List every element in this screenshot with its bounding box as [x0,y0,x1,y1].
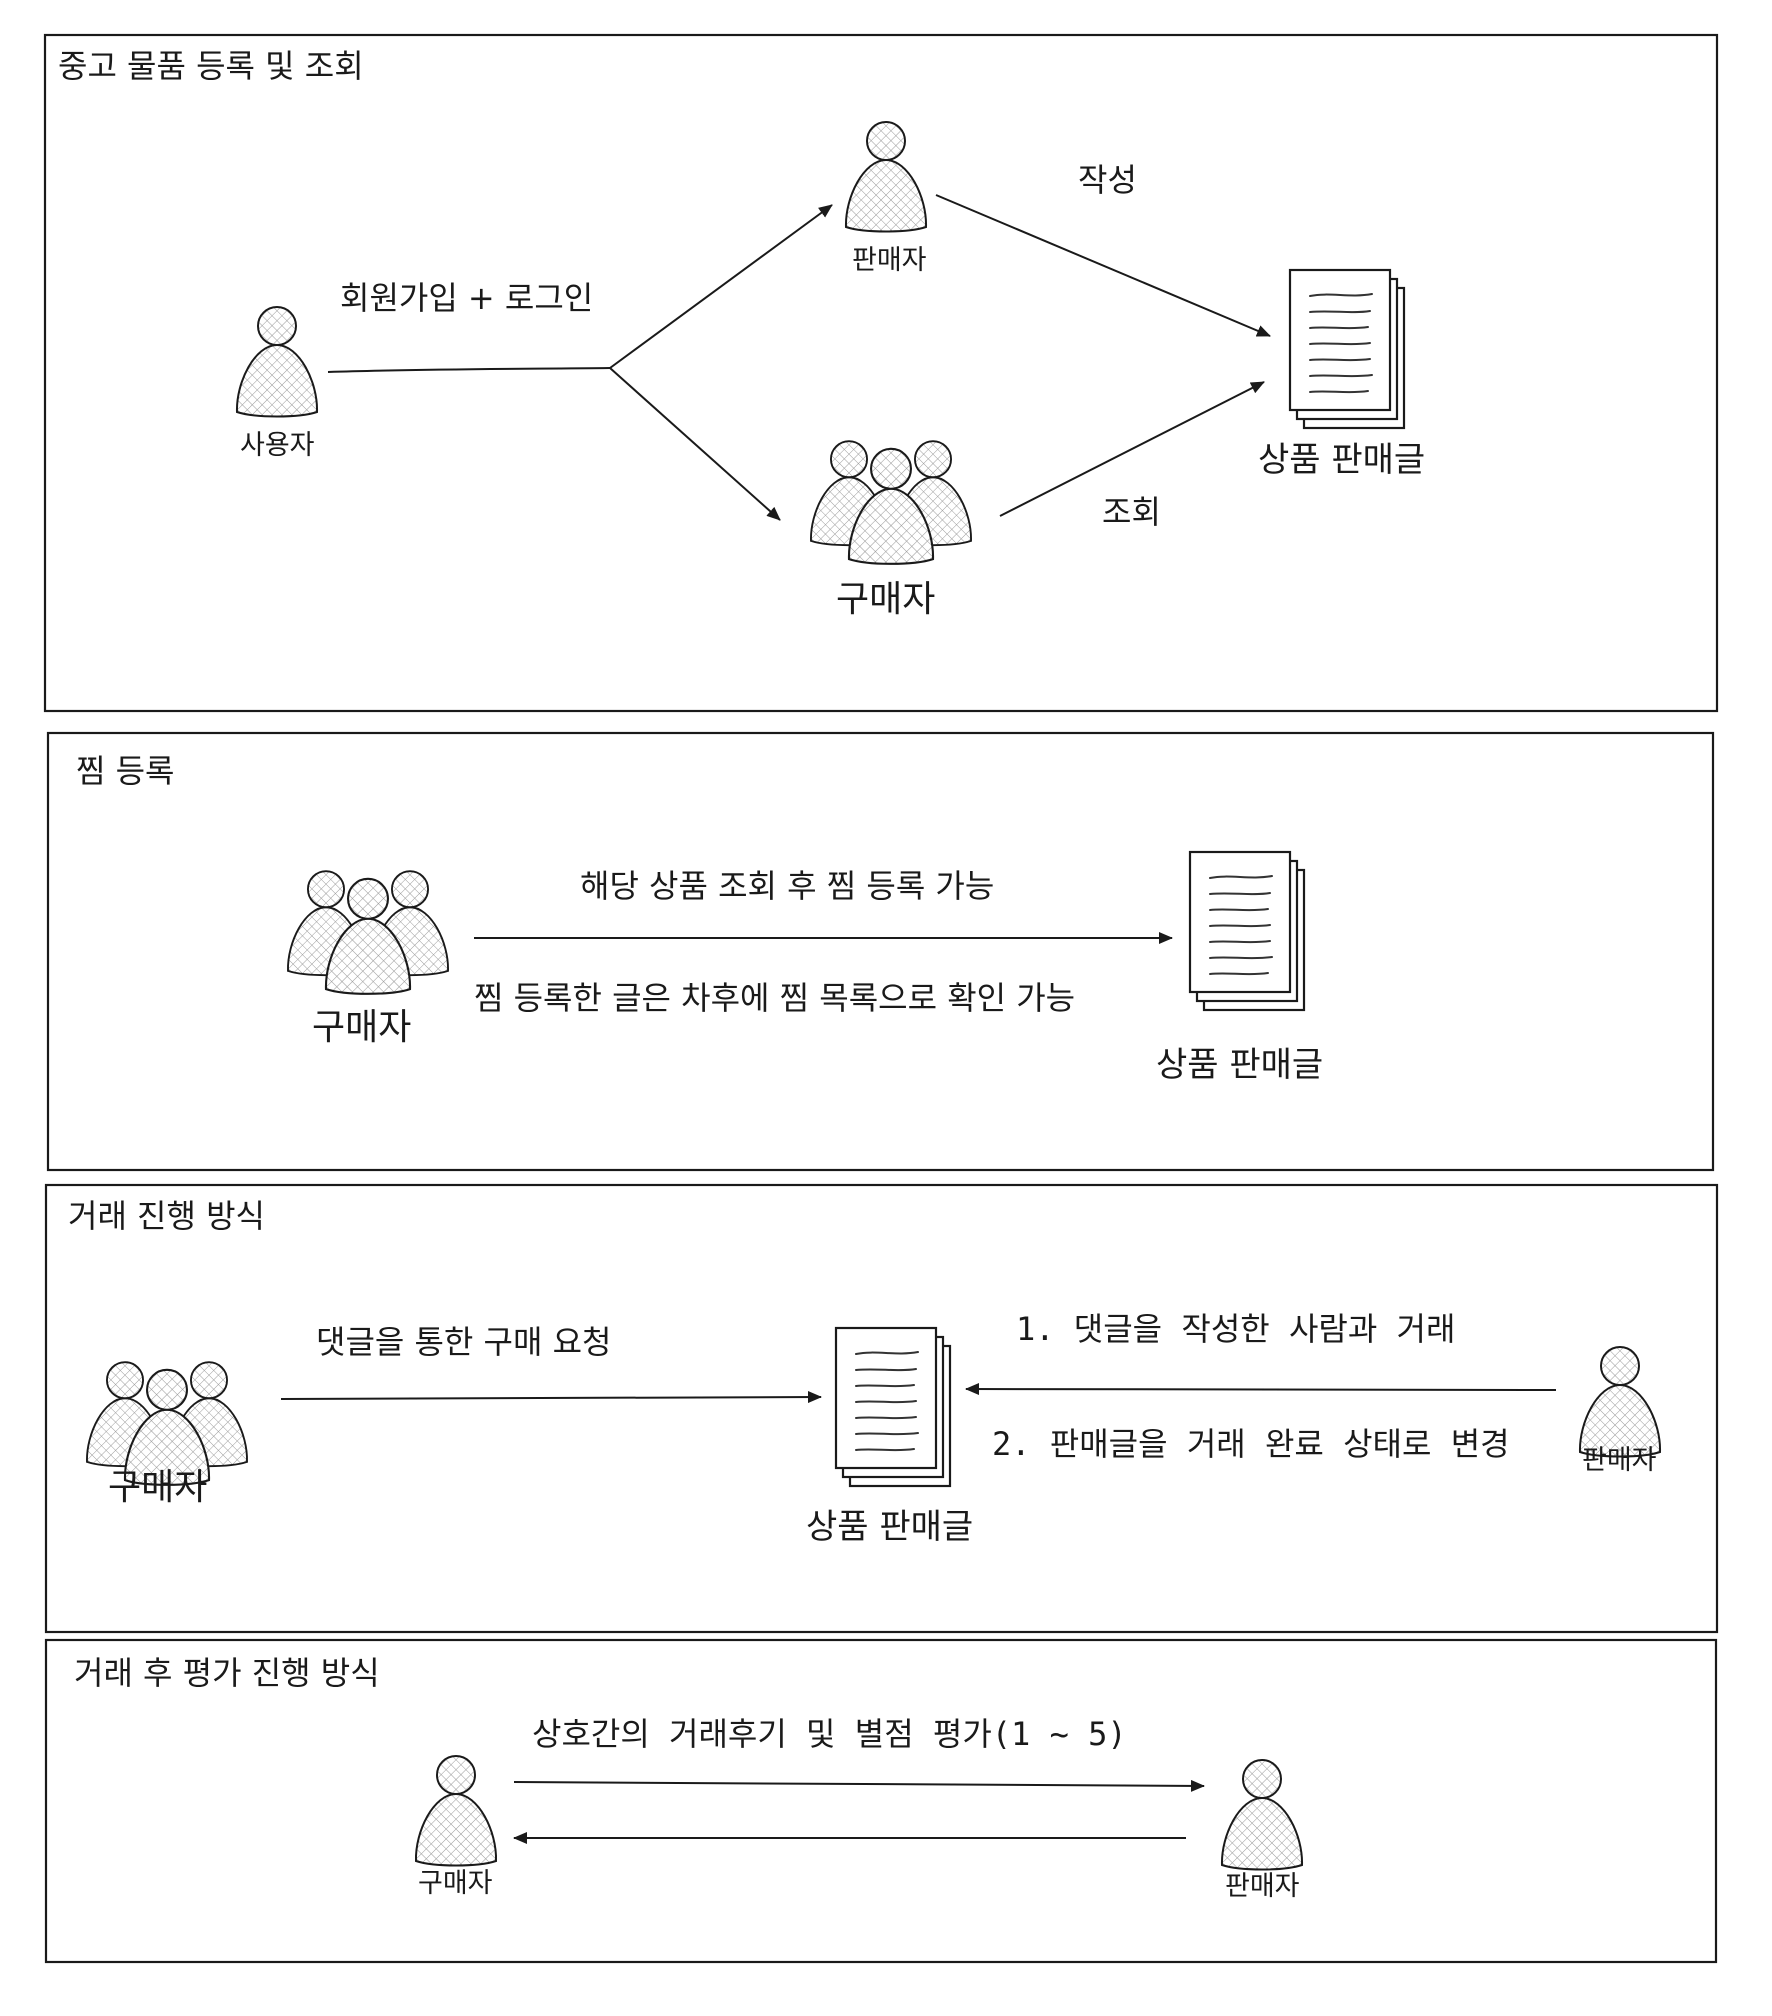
panel-title-review: 거래 후 평가 진행 방식 [74,1654,380,1692]
panel-title-wishlist: 찜 등록 [76,752,175,790]
edge-label-step1: 1. 댓글을 작성한 사람과 거래 [1016,1310,1456,1348]
label-seller-4: 판매자 [1225,1871,1300,1902]
label-seller: 판매자 [852,245,927,276]
edge-label-write: 작성 [1078,161,1137,199]
label-user: 사용자 [240,430,315,461]
edge-label-purchase-request: 댓글을 통한 구매 요청 [316,1323,612,1361]
edge-label-review: 상호간의 거래후기 및 별점 평가(1 ~ 5) [532,1715,1127,1753]
edge-label-step2: 2. 판매글을 거래 완료 상태로 변경 [992,1425,1510,1463]
seller-figure-icon-3 [1578,1346,1662,1458]
user-figure-icon [235,306,319,418]
edge-review-to-seller [513,1779,1205,1792]
edge-label-wishlist-bottom: 찜 등록한 글은 차후에 찜 목록으로 확인 가능 [474,979,1076,1017]
post-document-icon-2 [1188,850,1306,1012]
buyer-group-icon-2 [286,870,450,995]
panel-title-trade: 거래 진행 방식 [68,1197,265,1235]
label-buyer-4: 구매자 [418,1868,493,1899]
panel-frame-3 [44,1183,1719,1634]
seller-figure-icon [844,121,928,233]
edge-to-seller [609,204,833,369]
edge-seller-action [965,1383,1557,1396]
panel-frame-4 [44,1638,1718,1964]
buyer-figure-icon-4 [414,1755,498,1867]
seller-figure-icon-4 [1220,1759,1304,1871]
post-document-icon [1288,268,1406,430]
edge-signup-line [327,367,611,373]
post-document-icon-3 [834,1326,952,1488]
label-post: 상품 판매글 [1258,440,1426,480]
buyer-group-icon [809,440,973,565]
panel-frame-2 [46,731,1715,1172]
label-post-2: 상품 판매글 [1156,1045,1324,1085]
panel-title-registration: 중고 물품 등록 및 조회 [58,47,364,85]
edge-view [999,381,1265,517]
edge-to-buyer [609,367,781,521]
edge-label-view: 조회 [1102,493,1161,531]
label-buyer: 구매자 [836,579,936,620]
panel-frame-1 [43,33,1719,713]
edge-purchase-request [280,1391,822,1404]
label-buyer-3: 구매자 [108,1467,208,1508]
label-post-3: 상품 판매글 [806,1507,974,1547]
label-buyer-2: 구매자 [312,1007,412,1048]
edge-label-wishlist-top: 해당 상품 조회 후 찜 등록 가능 [580,867,995,905]
edge-write [935,194,1271,337]
label-seller-3: 판매자 [1582,1445,1657,1476]
edge-label-signup: 회원가입 + 로그인 [340,279,594,317]
